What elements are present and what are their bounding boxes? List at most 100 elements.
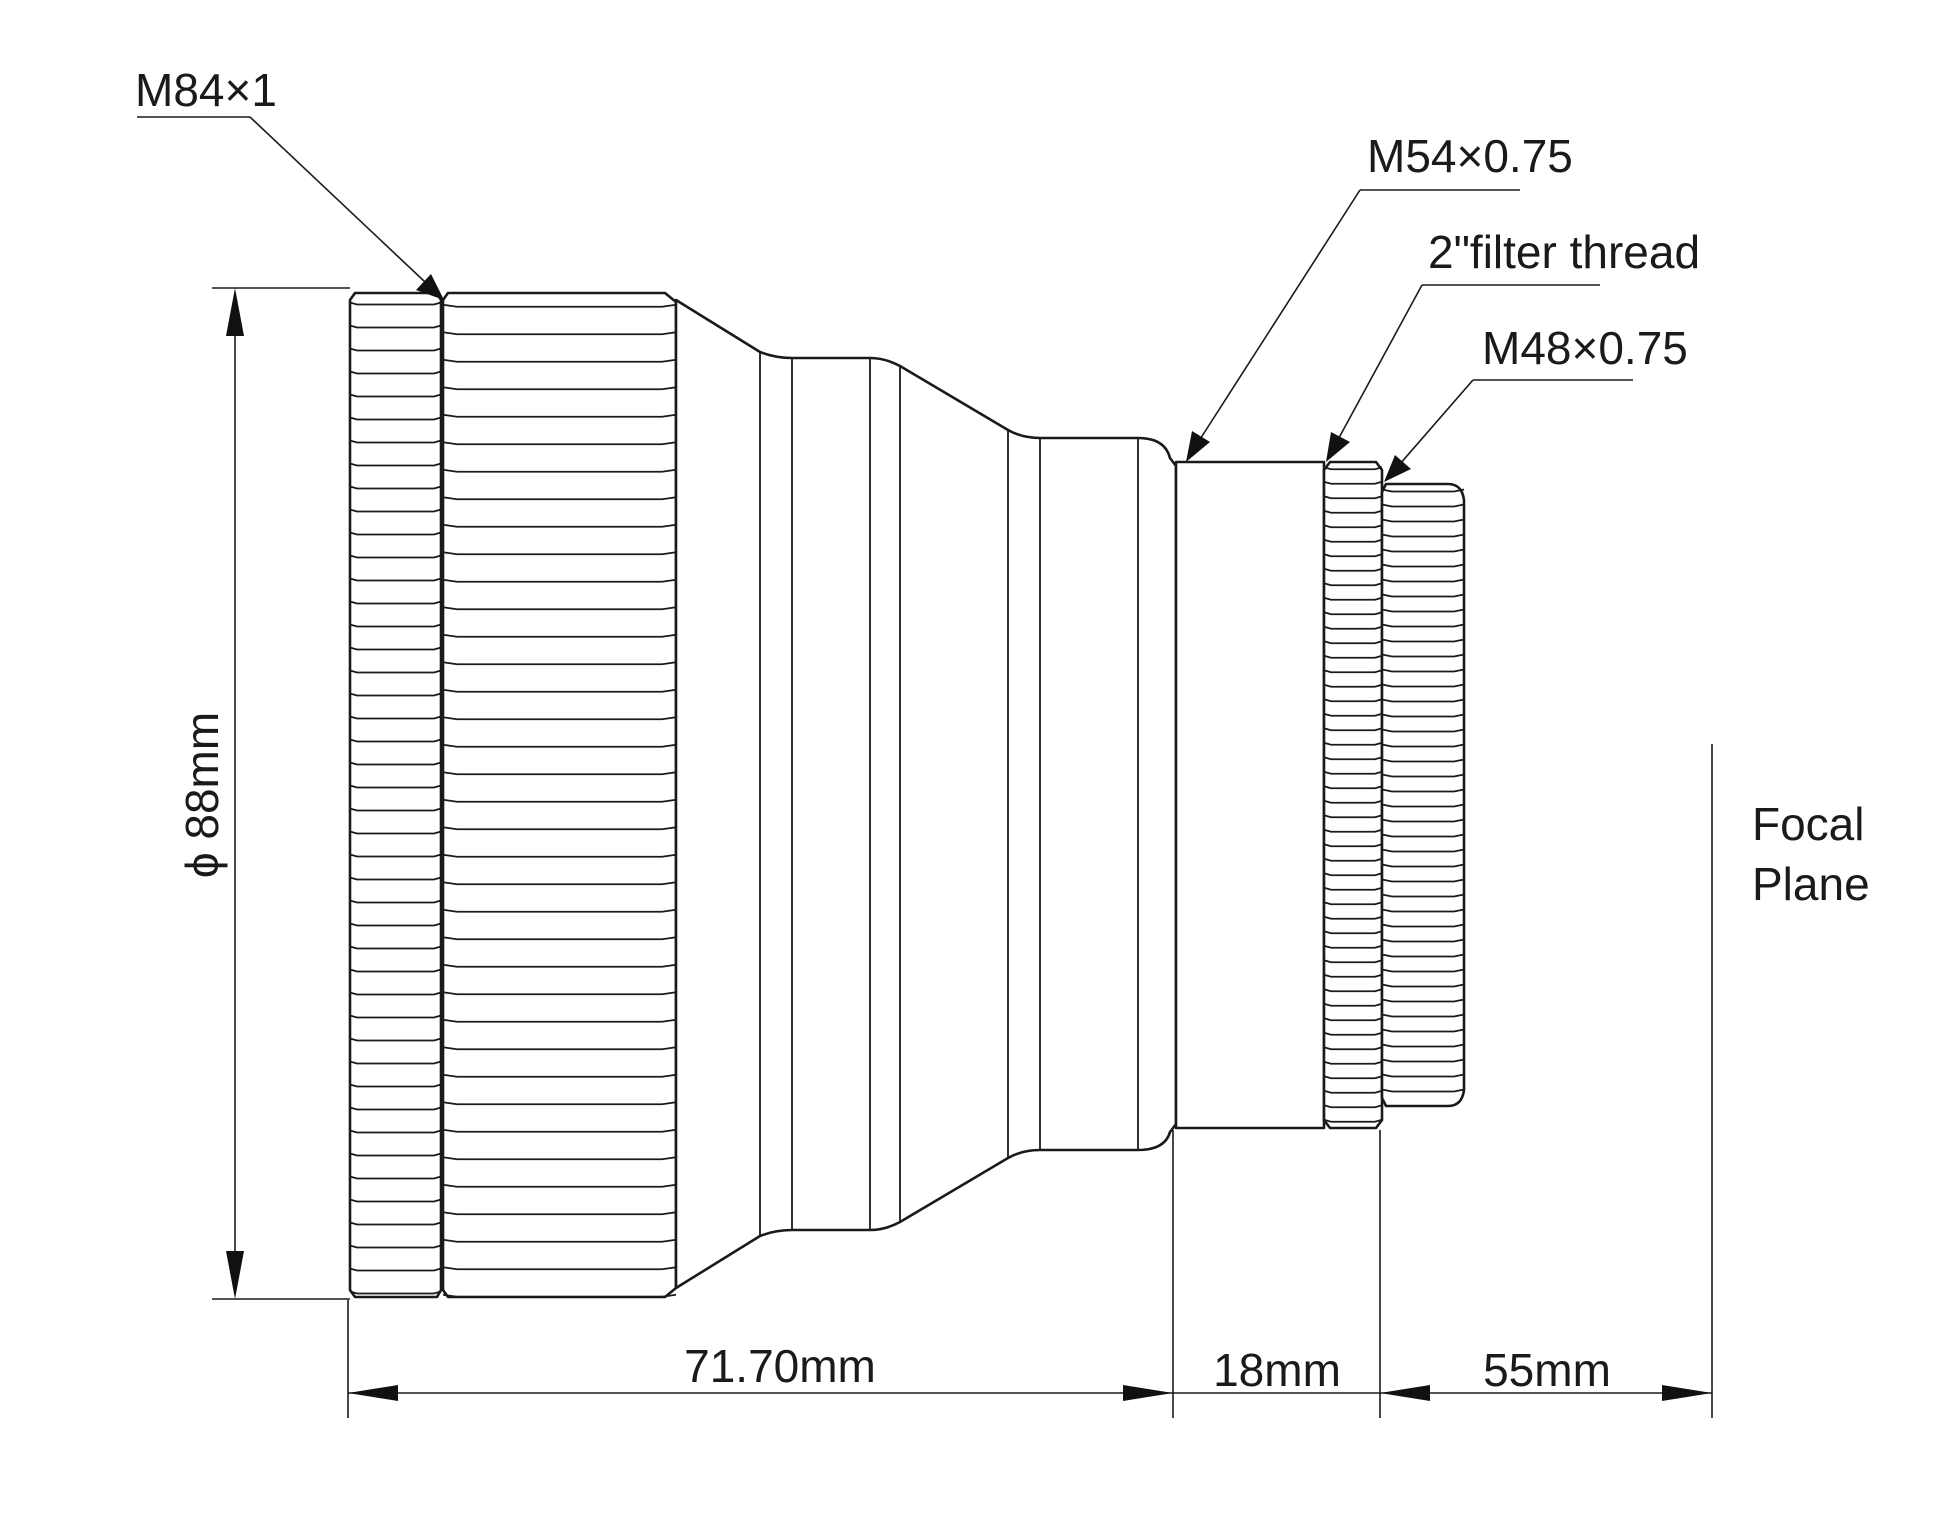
knurl-ridge xyxy=(442,908,677,913)
knurl-ridge xyxy=(442,1211,677,1216)
knurl-ridge xyxy=(349,669,442,674)
knurl-ridge xyxy=(1323,1017,1383,1022)
knurl-ridge xyxy=(349,784,442,789)
knurl-ridge xyxy=(349,807,442,812)
knurl-ridge xyxy=(1381,578,1465,583)
knurl-ridge xyxy=(442,496,677,501)
knurl-ridge xyxy=(442,386,677,391)
knurl-ridge xyxy=(442,358,677,363)
knurl-ridge xyxy=(349,1175,442,1180)
knurl-ridge xyxy=(1323,495,1383,500)
knurl-ridge xyxy=(1381,608,1465,613)
knurl-ridge xyxy=(442,1266,677,1271)
m54-thread-label: M54×0.75 xyxy=(1367,130,1573,182)
knurl-ridge xyxy=(1381,668,1465,673)
knurl-ridge xyxy=(1381,548,1465,553)
knurl-ridge xyxy=(1323,582,1383,587)
knurl-ridge xyxy=(349,485,442,490)
length-body-label: 71.70mm xyxy=(684,1340,876,1392)
knurl-ridge xyxy=(349,600,442,605)
knurl-ridge xyxy=(349,439,442,444)
knurl-ridge xyxy=(1323,944,1383,949)
knurl-ridge xyxy=(1381,908,1465,913)
knurl-ridge xyxy=(442,798,677,803)
knurl-ridge xyxy=(349,508,442,513)
knurl-ridge xyxy=(442,991,677,996)
knurl-ridge xyxy=(349,1060,442,1065)
knurl-ridge xyxy=(1381,1043,1465,1048)
knurl-ridge xyxy=(1323,756,1383,761)
knurl-ridge xyxy=(1323,669,1383,674)
knurl-ridge xyxy=(349,1152,442,1157)
knurl-ridge xyxy=(442,468,677,473)
knurl-ridge xyxy=(1323,828,1383,833)
knurl-ridge xyxy=(349,1014,442,1019)
knurl-ridge xyxy=(1323,611,1383,616)
knurl-ridge xyxy=(349,1037,442,1042)
knurl-ridge xyxy=(1381,533,1465,538)
knurl-ridge xyxy=(1381,488,1465,493)
knurl-ridge xyxy=(349,416,442,421)
knurl-ridge xyxy=(1323,799,1383,804)
knurl-ridge xyxy=(349,853,442,858)
knurl-ridge xyxy=(1381,698,1465,703)
knurl-ridge xyxy=(1323,785,1383,790)
knurl-ridge xyxy=(1381,968,1465,973)
filter-thread-ring xyxy=(1322,460,1384,1130)
knurl-ridge xyxy=(349,1244,442,1249)
knurl-ridge xyxy=(1323,654,1383,659)
knurl-ridge xyxy=(442,523,677,528)
knurl-ridge xyxy=(349,945,442,950)
knurl-ridge xyxy=(442,1238,677,1243)
knurl-ridge xyxy=(442,303,677,308)
knurl-ridge xyxy=(442,1073,677,1078)
knurl-ridge xyxy=(442,661,677,666)
back-focus-label: 55mm xyxy=(1483,1344,1611,1396)
knurl-ridge xyxy=(1323,625,1383,630)
knurl-ridge xyxy=(442,936,677,941)
knurl-ridge xyxy=(1381,623,1465,628)
focal-plane-label-line2: Plane xyxy=(1752,858,1870,910)
length-dimensions xyxy=(347,744,1713,1418)
knurl-ridge xyxy=(1381,878,1465,883)
knurl-ridge xyxy=(1323,596,1383,601)
knurl-ridge xyxy=(442,441,677,446)
knurl-ridge xyxy=(1381,863,1465,868)
knurl-ridge xyxy=(1381,803,1465,808)
knurl-ridge xyxy=(1323,480,1383,485)
knurl-ridge xyxy=(1381,773,1465,778)
knurl-ridge xyxy=(1323,683,1383,688)
knurl-ridge xyxy=(1381,923,1465,928)
knurl-ridge xyxy=(442,633,677,638)
knurl-ridge xyxy=(349,370,442,375)
knurl-ridge xyxy=(1323,814,1383,819)
m84-thread-label: M84×1 xyxy=(135,64,277,116)
knurl-ridge xyxy=(349,531,442,536)
knurl-ridge xyxy=(1323,843,1383,848)
knurl-ridge xyxy=(349,761,442,766)
knurl-ridge xyxy=(442,743,677,748)
knurl-ridge xyxy=(1381,518,1465,523)
knurl-ridge xyxy=(1323,770,1383,775)
knurl-ridge xyxy=(442,1293,677,1298)
knurl-ridge xyxy=(1381,983,1465,988)
filter-thread-label: 2"filter thread xyxy=(1428,226,1700,278)
knurl-ridge xyxy=(1323,553,1383,558)
knurl-ridge xyxy=(1323,727,1383,732)
diameter-label: ϕ 88mm xyxy=(176,712,228,878)
knurl-ridge xyxy=(1381,503,1465,508)
knurl-ridge xyxy=(1381,1028,1465,1033)
focal-plane-label-line1: Focal xyxy=(1752,798,1864,850)
knurl-ridge xyxy=(442,881,677,886)
knurl-ridge xyxy=(1323,698,1383,703)
m54-spacer-tube xyxy=(1174,460,1326,1130)
knurl-ridge xyxy=(442,413,677,418)
knurl-ridge xyxy=(1323,973,1383,978)
knurl-ridge xyxy=(442,1156,677,1161)
knurl-ridge xyxy=(1381,953,1465,958)
knurl-ridge xyxy=(349,393,442,398)
knurl-ridge xyxy=(1381,593,1465,598)
knurl-ridge xyxy=(1323,1118,1383,1123)
knurl-ridge xyxy=(1323,741,1383,746)
